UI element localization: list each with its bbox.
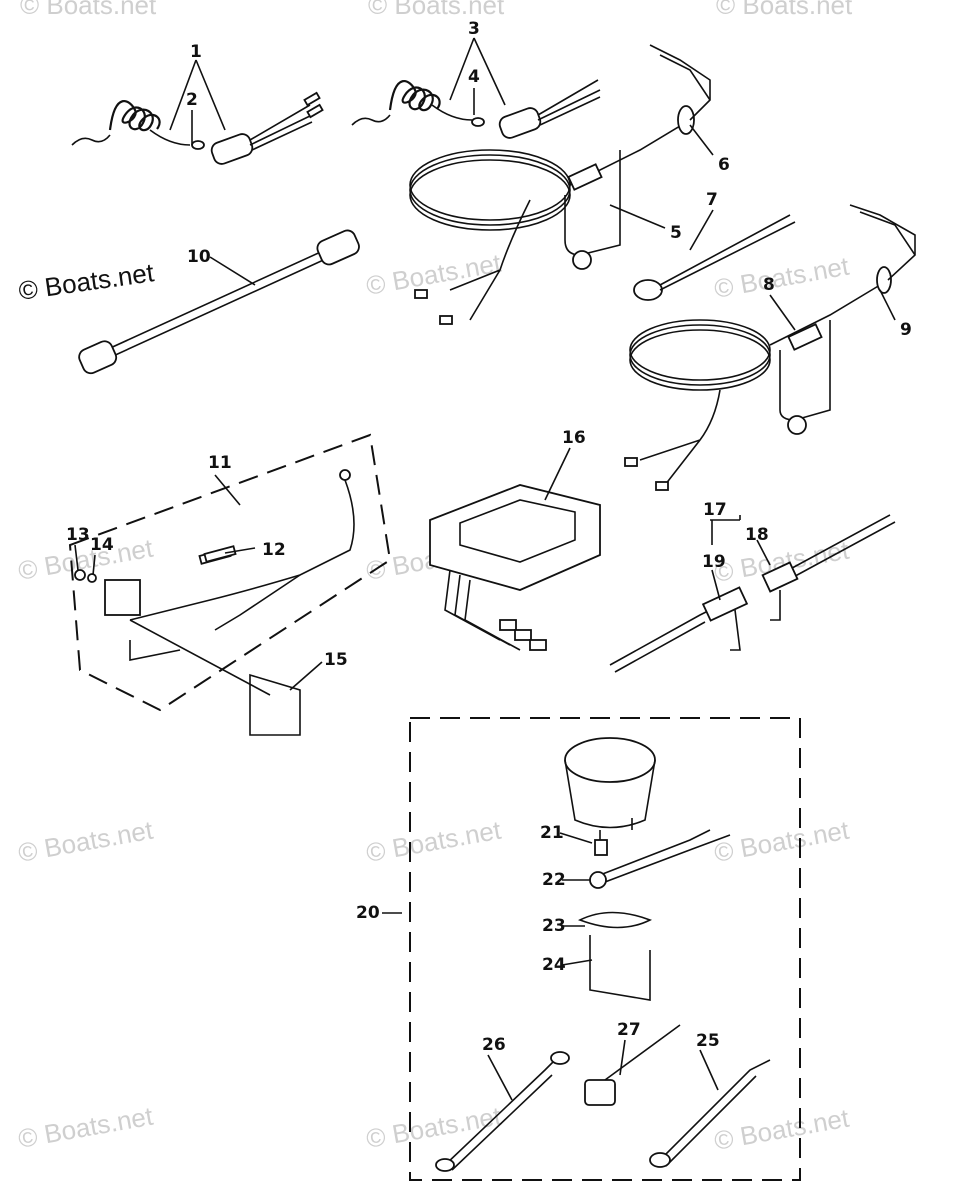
lanyard-stop-switch-right bbox=[351, 79, 601, 139]
callout-14: 14 bbox=[90, 535, 114, 555]
callouts: 1 2 3 4 5 6 7 8 9 10 11 12 13 14 15 16 1… bbox=[66, 19, 912, 1101]
callout-26: 26 bbox=[482, 1035, 506, 1055]
callout-23: 23 bbox=[542, 916, 566, 936]
callout-5: 5 bbox=[670, 223, 682, 243]
harness-coil-upper bbox=[409, 44, 711, 325]
callout-1: 1 bbox=[190, 42, 202, 62]
callout-10: 10 bbox=[187, 247, 211, 267]
callout-21: 21 bbox=[540, 823, 564, 843]
callout-12: 12 bbox=[262, 540, 286, 560]
callout-15: 15 bbox=[324, 650, 348, 670]
watermark: © Boats.net bbox=[368, 0, 505, 20]
callout-13: 13 bbox=[66, 525, 90, 545]
harness-assembly-11 bbox=[68, 433, 392, 736]
callout-16: 16 bbox=[562, 428, 586, 448]
callout-25: 25 bbox=[696, 1031, 720, 1051]
extension-cable-10 bbox=[78, 229, 360, 375]
watermark: © Boats.net bbox=[364, 248, 504, 301]
watermark: © Boats.net bbox=[20, 0, 157, 20]
callout-7: 7 bbox=[706, 190, 718, 210]
callout-6: 6 bbox=[718, 155, 730, 175]
watermark-prominent: © Boats.net bbox=[17, 257, 157, 306]
callout-2: 2 bbox=[186, 90, 198, 110]
callout-24: 24 bbox=[542, 955, 566, 975]
gauge-kit-20 bbox=[409, 717, 801, 1181]
callout-3: 3 bbox=[468, 19, 480, 39]
callout-19: 19 bbox=[702, 552, 726, 572]
watermark: © Boats.net bbox=[364, 815, 504, 868]
callout-20: 20 bbox=[356, 903, 380, 923]
callout-8: 8 bbox=[763, 275, 775, 295]
lanyard-stop-switch-left bbox=[71, 91, 324, 165]
watermark: © Boats.net bbox=[712, 815, 852, 868]
small-parts bbox=[74, 545, 237, 583]
callout-27: 27 bbox=[617, 1020, 641, 1040]
callout-11: 11 bbox=[208, 453, 232, 473]
switch-harness-17 bbox=[609, 514, 896, 673]
watermark: © Boats.net bbox=[712, 1103, 852, 1156]
callout-18: 18 bbox=[745, 525, 769, 545]
ignition-module-16 bbox=[429, 484, 601, 651]
callout-4: 4 bbox=[468, 67, 480, 87]
watermark: © Boats.net bbox=[364, 1101, 504, 1154]
harness-7 bbox=[633, 214, 796, 301]
watermark: © Boats.net bbox=[16, 1101, 156, 1154]
watermark: © Boats.net bbox=[716, 0, 853, 20]
callout-17: 17 bbox=[703, 500, 727, 520]
watermark: © Boats.net bbox=[712, 251, 852, 304]
watermark: © Boats.net bbox=[16, 815, 156, 868]
harness-coil-lower bbox=[624, 204, 916, 491]
callout-9: 9 bbox=[900, 320, 912, 340]
callout-22: 22 bbox=[542, 870, 566, 890]
